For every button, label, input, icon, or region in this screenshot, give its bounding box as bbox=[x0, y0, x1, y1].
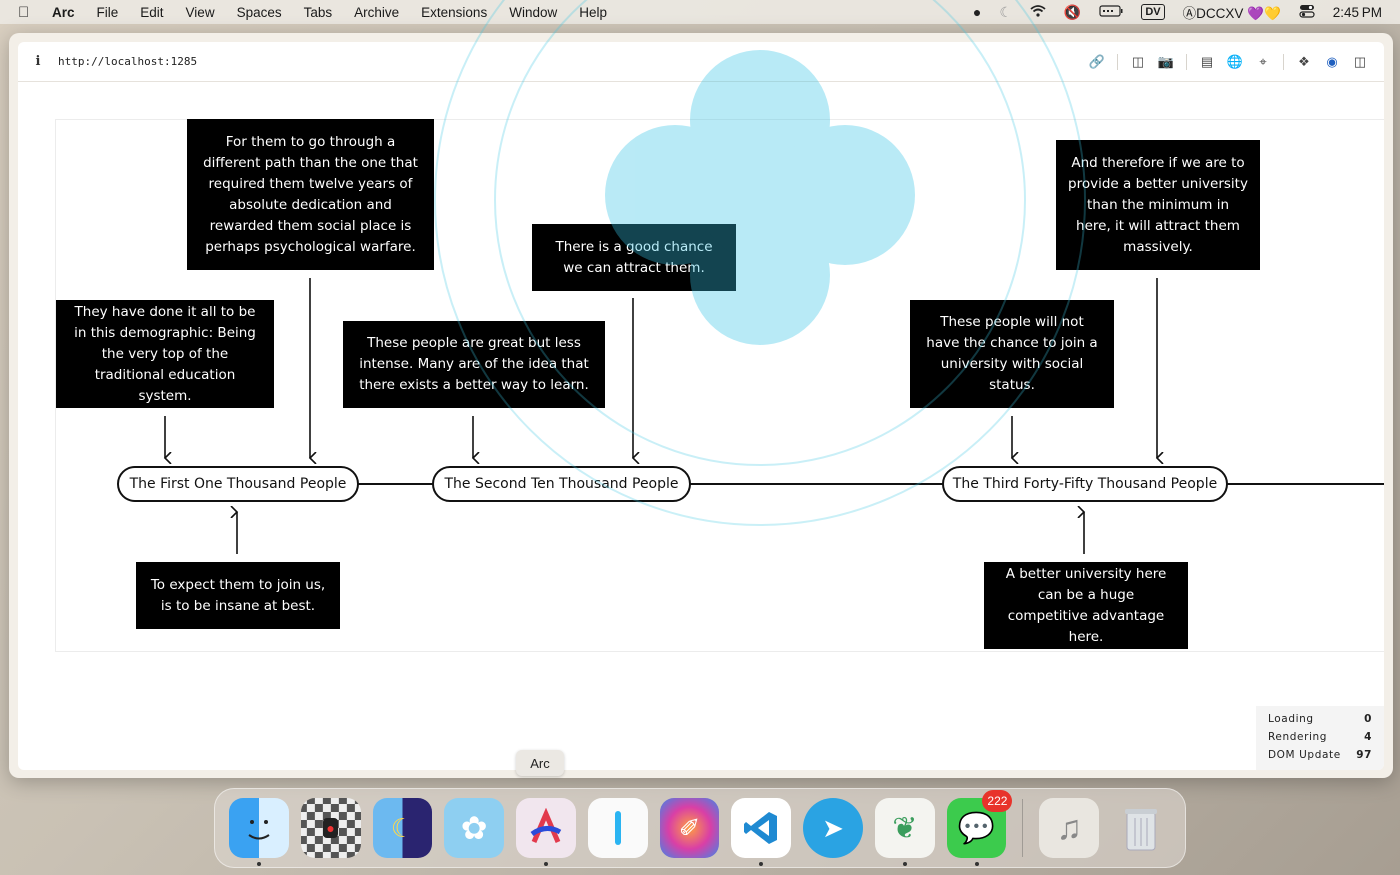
battery-icon[interactable] bbox=[1099, 4, 1123, 20]
node-third-forty-fifty-thousand: The Third Forty-Fifty Thousand People bbox=[942, 466, 1228, 502]
notes-app-icon[interactable] bbox=[588, 798, 648, 858]
note-third-left: These people will not have the chance to… bbox=[910, 300, 1114, 408]
running-indicator bbox=[759, 862, 763, 866]
note-first-top-right: For them to go through a different path … bbox=[187, 119, 434, 270]
address-bar[interactable]: i http://localhost:1285 🔗 ◫ 📷 ▤ 🌐 ⌖ ❖ ◉ … bbox=[18, 42, 1384, 82]
wifi-icon[interactable] bbox=[1030, 4, 1046, 20]
toolbar-divider bbox=[1283, 54, 1284, 70]
telegram-icon[interactable]: ➤ bbox=[803, 798, 863, 858]
trash-icon[interactable] bbox=[1111, 798, 1171, 858]
toolbar-divider bbox=[1117, 54, 1118, 70]
dock: ● ☾ ✿ ✐ ➤ ❦ 💬 222 ♫ bbox=[214, 788, 1186, 868]
menu-spaces[interactable]: Spaces bbox=[237, 5, 282, 20]
running-indicator bbox=[903, 862, 907, 866]
toolbar-divider bbox=[1186, 54, 1187, 70]
cloud-app-icon[interactable]: ✿ bbox=[444, 798, 504, 858]
menu-app-name[interactable]: Arc bbox=[52, 5, 75, 20]
status-text[interactable]: ⒶDCCXV 💜💛 bbox=[1183, 2, 1281, 22]
site-info-icon[interactable]: i bbox=[18, 54, 58, 69]
dv-badge[interactable]: DV bbox=[1141, 4, 1164, 20]
menu-bar:  Arc File Edit View Spaces Tabs Archive… bbox=[0, 0, 1400, 24]
archive-box-icon[interactable]: ◫ bbox=[1124, 54, 1152, 70]
stat-value: 0 bbox=[1364, 710, 1372, 728]
clock[interactable]: 2:45 PM bbox=[1333, 5, 1382, 20]
terminal-icon[interactable]: ▤ bbox=[1193, 54, 1221, 70]
pixelmator-icon[interactable]: ✐ bbox=[660, 798, 720, 858]
toolbar: 🔗 ◫ 📷 ▤ 🌐 ⌖ ❖ ◉ ◫ bbox=[1083, 42, 1374, 82]
messages-badge: 222 bbox=[982, 790, 1012, 812]
sidebar-toggle-icon[interactable]: ◫ bbox=[1346, 54, 1374, 70]
menu-view[interactable]: View bbox=[186, 5, 215, 20]
node-second-ten-thousand: The Second Ten Thousand People bbox=[432, 466, 691, 502]
stat-row: Rendering 4 bbox=[1268, 728, 1372, 746]
stat-row: DOM Update 97 bbox=[1268, 746, 1372, 764]
browser-window: i http://localhost:1285 🔗 ◫ 📷 ▤ 🌐 ⌖ ❖ ◉ … bbox=[9, 33, 1393, 778]
dock-tooltip: Arc bbox=[516, 750, 564, 776]
weather-icon[interactable]: ☾ bbox=[373, 798, 433, 858]
note-third-right: And therefore if we are to provide a bet… bbox=[1056, 140, 1260, 270]
render-stats-panel: Loading 0 Rendering 4 DOM Update 97 bbox=[1256, 706, 1384, 770]
note-third-bottom: A better university here can be a huge c… bbox=[984, 562, 1188, 649]
note-first-top-left: They have done it all to be in this demo… bbox=[56, 300, 274, 408]
globe-icon[interactable]: 🌐 bbox=[1221, 54, 1249, 70]
menu-file[interactable]: File bbox=[97, 5, 119, 20]
record-dot-icon[interactable]: ● bbox=[973, 4, 981, 20]
arc-browser-icon[interactable] bbox=[516, 798, 576, 858]
dock-divider bbox=[1022, 799, 1023, 857]
finder-icon[interactable] bbox=[229, 798, 289, 858]
page-content: They have done it all to be in this demo… bbox=[18, 82, 1384, 770]
extension-icon[interactable]: ❖ bbox=[1290, 54, 1318, 70]
running-indicator bbox=[975, 862, 979, 866]
stat-value: 97 bbox=[1356, 746, 1372, 764]
menu-window[interactable]: Window bbox=[509, 5, 557, 20]
control-center-icon[interactable] bbox=[1299, 4, 1315, 21]
vscode-icon[interactable] bbox=[731, 798, 791, 858]
menu-extensions[interactable]: Extensions bbox=[421, 5, 487, 20]
moon-icon[interactable]: ☾ bbox=[999, 4, 1012, 21]
stat-label: DOM Update bbox=[1268, 746, 1341, 764]
crosshair-icon[interactable]: ⌖ bbox=[1249, 54, 1277, 70]
mute-icon[interactable]: 🔇 bbox=[1064, 4, 1081, 21]
menu-tabs[interactable]: Tabs bbox=[304, 5, 333, 20]
note-second-right: There is a good chance we can attract th… bbox=[532, 224, 736, 291]
note-first-bottom: To expect them to join us, is to be insa… bbox=[136, 562, 340, 629]
camera-icon[interactable]: 📷 bbox=[1152, 54, 1180, 70]
privacy-icon[interactable]: ◉ bbox=[1318, 54, 1346, 70]
running-indicator bbox=[544, 862, 548, 866]
leaf-app-icon[interactable]: ❦ bbox=[875, 798, 935, 858]
menu-help[interactable]: Help bbox=[579, 5, 607, 20]
music-icon[interactable]: ♫ bbox=[1039, 798, 1099, 858]
stat-label: Loading bbox=[1268, 710, 1314, 728]
stat-row: Loading 0 bbox=[1268, 710, 1372, 728]
menu-edit[interactable]: Edit bbox=[140, 5, 163, 20]
chess-icon[interactable]: ● bbox=[301, 798, 361, 858]
node-first-thousand: The First One Thousand People bbox=[117, 466, 359, 502]
stat-value: 4 bbox=[1364, 728, 1372, 746]
stat-label: Rendering bbox=[1268, 728, 1327, 746]
apple-icon[interactable]:  bbox=[18, 4, 36, 21]
note-second-left: These people are great but less intense.… bbox=[343, 321, 605, 408]
link-icon[interactable]: 🔗 bbox=[1083, 54, 1111, 70]
menu-archive[interactable]: Archive bbox=[354, 5, 399, 20]
messages-icon[interactable]: 💬 222 bbox=[947, 798, 1007, 858]
url-text[interactable]: http://localhost:1285 bbox=[58, 55, 197, 68]
running-indicator bbox=[257, 862, 261, 866]
